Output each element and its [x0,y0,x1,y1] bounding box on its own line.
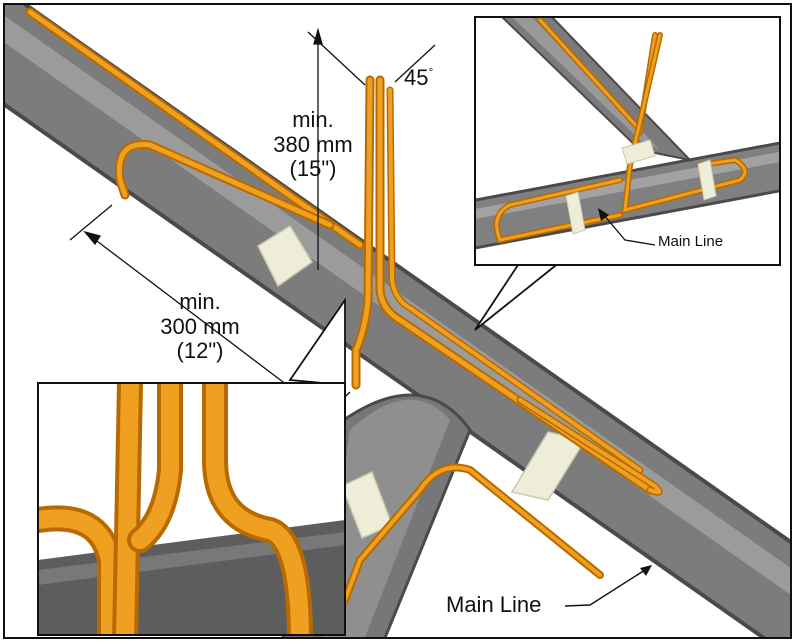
vertical-mm-text: 380 mm [273,131,353,157]
inset-main-line-label-text: Main Line [658,233,724,250]
main-line-leader [564,565,652,607]
tape-bands [257,224,587,539]
horizontal-mm-text: 300 mm [160,313,240,339]
horizontal-min-text: min. [179,289,221,314]
inset-main-line-label: Main Line [658,233,724,251]
angle-value: 45 [404,65,429,90]
vertical-dimension-label: min. 380 mm (15") [258,107,368,182]
angle-unit: ° [428,65,434,79]
angle-label: 45° [404,65,434,91]
main-line-label: Main Line [446,592,542,618]
vertical-in-text: (15") [289,156,337,182]
horizontal-in-text: (12") [176,338,224,364]
inset-bottom-left [37,382,346,636]
inset-top-right [474,16,781,266]
main-view [5,5,790,637]
main-line-label-text: Main Line [446,592,542,617]
vertical-min-text: min. [292,107,334,132]
horizontal-dimension-label: min. 300 mm (12") [140,289,260,364]
heat-trace-cable [25,7,663,604]
